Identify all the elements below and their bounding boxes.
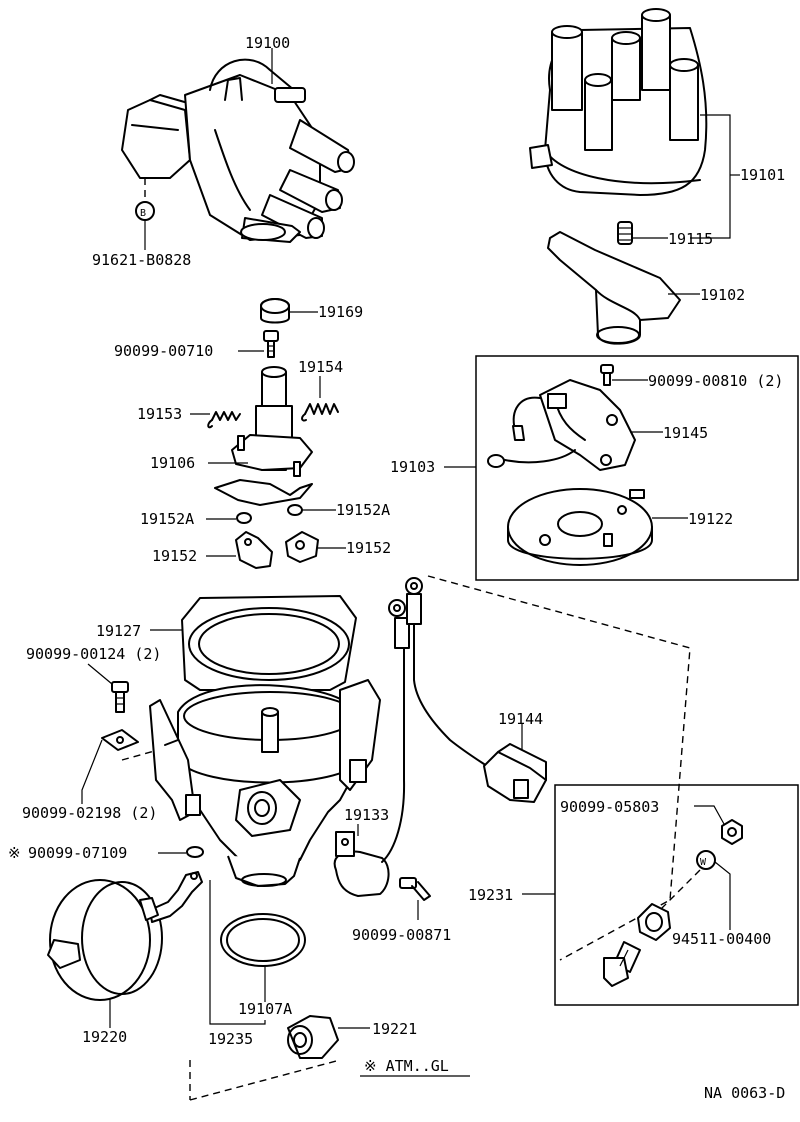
distributor-assembly-icon xyxy=(121,58,355,243)
label-19144: 19144 xyxy=(498,710,543,728)
label-19127: 19127 xyxy=(96,622,141,640)
label-90099-05803: 90099-05803 xyxy=(560,798,659,816)
label-19220: 19220 xyxy=(82,1028,127,1046)
screw-icon xyxy=(263,330,279,358)
label-19115: 19115 xyxy=(668,230,713,248)
label-19106: 19106 xyxy=(150,454,195,472)
label-19231: 19231 xyxy=(468,886,513,904)
label-19145: 19145 xyxy=(663,424,708,442)
governor-cap-icon xyxy=(260,298,290,324)
asterisk-mark: ※ xyxy=(8,844,21,862)
screw-icon xyxy=(399,877,431,901)
label-19152a-right: 19152A xyxy=(336,501,390,519)
label-19154: 19154 xyxy=(298,358,343,376)
label-90099-00871: 90099-00871 xyxy=(352,926,451,944)
label-19153: 19153 xyxy=(137,405,182,423)
label-94511-00400: 94511-00400 xyxy=(672,930,771,948)
governor-spring-icon xyxy=(301,403,339,422)
marker-w: W xyxy=(700,857,707,868)
label-19152a-left: 19152A xyxy=(140,510,194,528)
o-ring-icon xyxy=(220,913,306,967)
label-19221: 19221 xyxy=(372,1020,417,1038)
screw-icon xyxy=(600,364,614,386)
governor-spring-icon xyxy=(207,411,241,429)
rotor-icon xyxy=(547,231,681,345)
reference-code: NA 0063-D xyxy=(704,1084,785,1102)
label-19101: 19101 xyxy=(740,166,785,184)
marker-w-icon xyxy=(696,850,716,870)
vacuum-advance-icon xyxy=(47,871,203,1001)
label-90099-07109: 90099-07109 xyxy=(28,844,127,862)
group-box-19103 xyxy=(475,355,799,581)
label-91621-b0828: 91621-B0828 xyxy=(92,251,191,269)
label-19100: 19100 xyxy=(245,34,290,52)
marker-b: B xyxy=(140,208,146,219)
clamp-plate-icon xyxy=(101,729,139,751)
bolt-icon xyxy=(603,903,671,987)
label-90099-02198: 90099-02198 (2) xyxy=(22,804,157,822)
dust-seal-ring-icon xyxy=(181,595,357,691)
label-19107a: 19107A xyxy=(238,1000,292,1018)
label-90099-00124: 90099-00124 (2) xyxy=(26,645,161,663)
nut-icon xyxy=(721,819,743,845)
label-90099-00710: 90099-00710 xyxy=(114,342,213,360)
label-19133: 19133 xyxy=(344,806,389,824)
label-19122: 19122 xyxy=(688,510,733,528)
condenser-icon xyxy=(333,599,410,897)
label-19152-left: 19152 xyxy=(152,547,197,565)
atm-gl-note: ※ ATM..GL xyxy=(364,1057,449,1075)
carbon-center-spring-icon xyxy=(617,221,633,245)
breaker-plate-icon xyxy=(507,488,653,566)
clip-icon xyxy=(236,504,303,524)
pickup-coil-icon xyxy=(487,379,636,471)
group-box-19231 xyxy=(554,784,799,1006)
label-19152-right: 19152 xyxy=(346,539,391,557)
screw-icon xyxy=(111,681,129,713)
label-19169: 19169 xyxy=(318,303,363,321)
wire-harness-icon xyxy=(405,577,547,803)
distributor-cap-icon xyxy=(529,8,708,196)
label-19103: 19103 xyxy=(390,458,435,476)
distributor-housing-icon xyxy=(149,679,381,887)
governor-shaft-icon xyxy=(214,366,313,506)
label-19102: 19102 xyxy=(700,286,745,304)
label-19235: 19235 xyxy=(208,1030,253,1048)
clip-icon xyxy=(186,846,204,858)
governor-weight-icon xyxy=(235,531,319,569)
plug-icon xyxy=(287,1015,339,1059)
label-90099-00810: 90099-00810 (2) xyxy=(648,372,783,390)
